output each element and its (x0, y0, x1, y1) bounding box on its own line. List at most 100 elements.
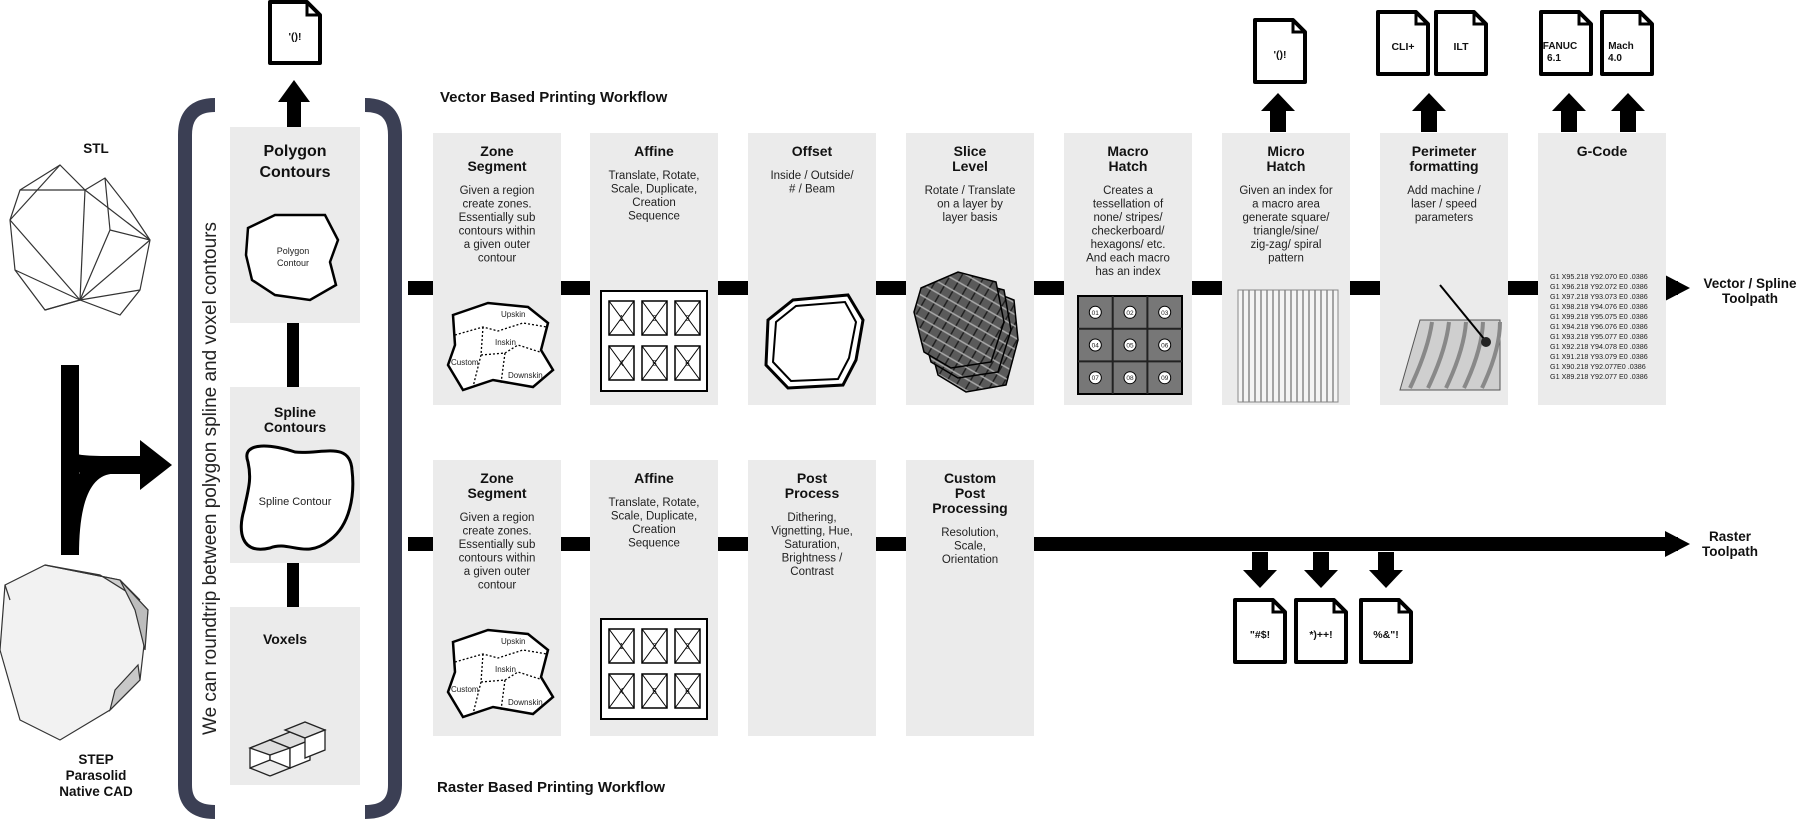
vector-output-label-1: Vector / Spline (1703, 276, 1797, 291)
gcode-output-arrow-1-shaft (1561, 109, 1577, 132)
vector-gcode-line-7: G1 X93.218 Y95.077 E0 .0386 (1550, 332, 1648, 341)
perimeter-output-arrow (1412, 93, 1446, 132)
voxels-card: Voxels (230, 607, 360, 785)
vector-micro-desc-4: triangle/sine/ (1253, 226, 1319, 238)
gcode-output-arrow-1 (1552, 93, 1586, 132)
vector-gcode-line-10: G1 X90.218 Y92.077E0 .0386 (1550, 362, 1646, 371)
vector-gcode-title-1: G-Code (1577, 143, 1628, 159)
raster-affine-cell-5: 5 (641, 673, 668, 709)
vector-micro-title-2: Hatch (1267, 158, 1306, 174)
step-input: STEP Parasolid Native CAD (0, 564, 149, 799)
vector-macro-index-marker-3 (1158, 305, 1172, 319)
vector-slice-layer-1 (913, 271, 1005, 369)
micro-output-arrow-shaft (1270, 109, 1286, 132)
vector-perimeter-title-2: formatting (1409, 158, 1478, 174)
vector-slice-desc-1: Rotate / Translate (925, 185, 1016, 197)
vector-affine-desc-3: Creation (632, 197, 675, 209)
polygon-contour-shape (244, 213, 340, 302)
raster-output-arrow-2-head (1304, 570, 1338, 588)
vector-macro-index-marker-4 (1088, 338, 1102, 352)
vector-zone-label-custom: Custom (451, 358, 479, 367)
step-label-line-1: STEP (78, 752, 113, 767)
raster-custom-desc-1: Resolution, (941, 527, 999, 539)
raster-affine-cell-envelope-2 (641, 628, 668, 664)
gcode-file-fanuc-body (1539, 10, 1593, 76)
raster-file-icon-2-label: *)++! (1309, 629, 1332, 641)
contour-bracket: We can roundtrip between polygon spline … (178, 98, 402, 819)
vector-macro-index-2: 02 (1126, 310, 1134, 317)
perimeter-file-ilt-label: ILT (1454, 41, 1470, 53)
step-solid-image (0, 564, 149, 741)
raster-output-arrow-1 (1243, 552, 1277, 588)
vector-gcode-line-9: G1 X91.218 Y93.079 E0 .0386 (1550, 352, 1648, 361)
raster-zone-upskin-boundary (454, 649, 548, 663)
micro-file-icon: '()! (1253, 18, 1307, 84)
merge-arrow (61, 365, 172, 556)
vector-perimeter-desc-1: Add machine / (1407, 185, 1481, 197)
raster-post-title-2: Process (785, 485, 840, 501)
raster-post-card-bg (748, 460, 876, 736)
vector-slice-desc-3: layer basis (943, 212, 998, 224)
raster-file-icon-1-label: "#$! (1250, 629, 1270, 641)
raster-zone-label-downskin: Downskin (508, 698, 543, 707)
gcode-output-arrow-2 (1611, 93, 1645, 132)
raster-output-arrow-2 (1304, 552, 1338, 588)
contour-connectors (287, 320, 299, 610)
vector-macro-index-3: 03 (1161, 310, 1169, 317)
vector-affine-cell-number-5: 5 (652, 359, 657, 368)
raster-output-arrow-3 (1369, 552, 1403, 588)
raster-affine-cell-number-2: 2 (652, 642, 657, 651)
vector-macro-desc-6: And each macro (1086, 253, 1170, 265)
polygon-contour-label-2: Contour (277, 258, 309, 268)
vector-macro-desc-5: hexagons/ etc. (1091, 239, 1166, 251)
raster-zone-desc-6: contour (478, 580, 517, 592)
raster-output-arrow-2-shaft (1313, 552, 1329, 572)
raster-output-arrow-1-head (1243, 570, 1277, 588)
perimeter-file-ilt-fold (1472, 12, 1486, 26)
raster-zone-desc-5: a given outer (464, 566, 531, 578)
vector-zone-desc-6: contour (478, 253, 517, 265)
vector-gcode-line-3: G1 X97.218 Y93.073 E0 .0386 (1550, 292, 1648, 301)
gcode-file-fanuc-fold (1577, 12, 1591, 26)
raster-output-label-2: Toolpath (1702, 544, 1758, 559)
raster-post-desc-5: Contrast (790, 566, 834, 578)
vector-perimeter-track-5 (1480, 321, 1502, 389)
raster-post-desc-4: Brightness / (782, 553, 844, 565)
vector-offset-desc-2: # / Beam (789, 184, 835, 196)
vector-macro-desc-3: none/ stripes/ (1093, 212, 1163, 224)
vector-affine-cell-envelope-3 (674, 300, 701, 336)
vector-workflow-heading: Vector Based Printing Workflow (440, 89, 668, 106)
vector-affine-cell-envelope-1 (608, 300, 635, 336)
vector-affine-cell-2: 2 (641, 300, 668, 336)
vector-micro-desc-2: a macro area (1252, 199, 1320, 211)
polygon-file-label: '()! (289, 31, 302, 43)
polygon-output-arrow (278, 80, 310, 128)
gcode-output-arrow-2-head (1611, 93, 1645, 111)
vector-perimeter-track-4 (1462, 321, 1485, 389)
stl-mesh-image (9, 164, 151, 316)
raster-affine-cell-number-4: 4 (619, 687, 624, 696)
raster-affine-cell-number-5: 5 (652, 687, 657, 696)
vector-macro-index-marker-5 (1123, 338, 1137, 352)
vector-zone-title-2: Segment (467, 158, 526, 174)
raster-affine-desc-2: Scale, Duplicate, (611, 511, 697, 523)
perimeter-file-cli-fold (1414, 12, 1428, 26)
micro-output-arrow-head (1261, 93, 1295, 111)
vector-zone-desc-1: Given a region (460, 185, 535, 197)
raster-zone-desc-4: contours within (459, 553, 536, 565)
raster-custom-card-bg (906, 460, 1034, 736)
vector-gcode-line-1: G1 X95.218 Y92.070 E0 .0386 (1550, 272, 1648, 281)
raster-zone-downskin-boundary (480, 671, 544, 683)
vector-affine-title-1: Affine (634, 143, 674, 159)
gcode-file-mach-fold (1638, 12, 1652, 26)
vector-perimeter-desc-2: laser / speed (1411, 199, 1477, 211)
vector-macro-desc-2: tessellation of (1093, 199, 1164, 211)
vector-perimeter-track-3 (1444, 321, 1468, 389)
vector-offset-title-1: Offset (792, 143, 833, 159)
vector-micro-desc-3: generate square/ (1243, 212, 1331, 224)
raster-main-line (408, 531, 1690, 557)
